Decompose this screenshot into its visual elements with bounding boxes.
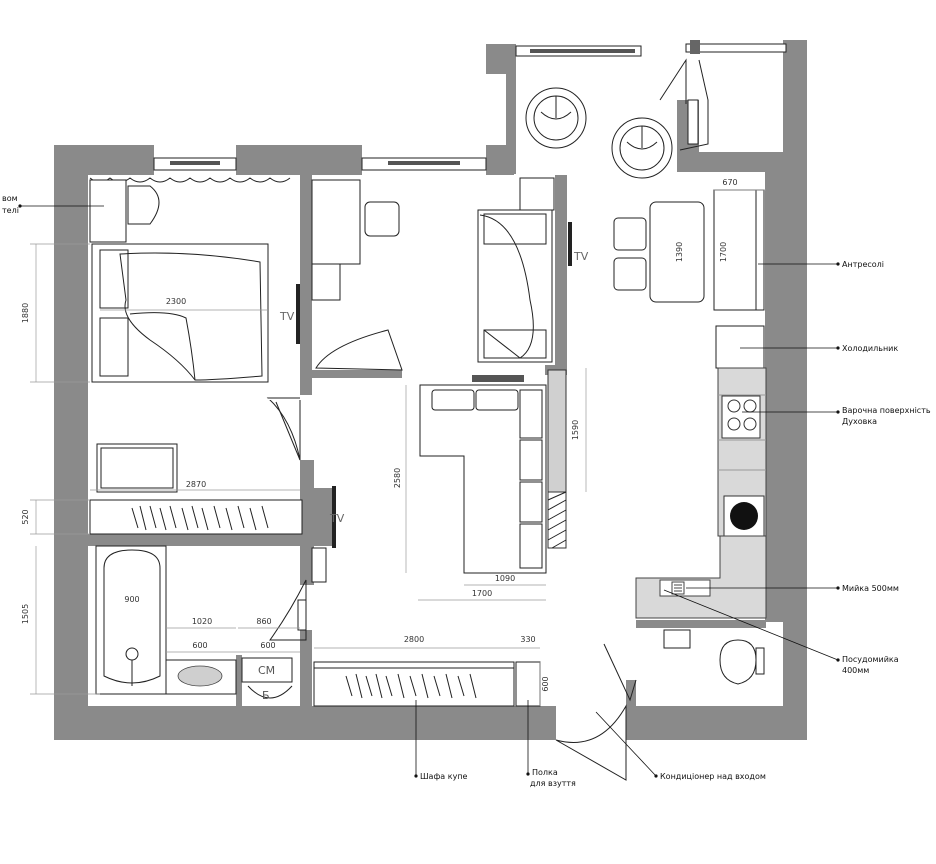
callout-sink: Мийка 500мм [842, 584, 899, 593]
dim-1700b: 1700 [719, 242, 728, 262]
dim-330: 330 [520, 635, 535, 644]
dimension-texts: 1880 2300 2870 520 1505 900 1020 860 600… [21, 178, 738, 692]
windows [153, 40, 787, 171]
callout-dishwasher-1: Посудомийка [842, 655, 899, 664]
dim-2580: 2580 [393, 468, 402, 488]
living [311, 369, 567, 583]
tv-label-living: TV [329, 512, 345, 525]
dim-2800: 2800 [404, 635, 424, 644]
tv-label-bedroom: TV [279, 310, 295, 323]
dim-2300: 2300 [166, 297, 186, 306]
callout-fridge: Холодильник [842, 344, 898, 353]
dim-520: 520 [21, 509, 30, 524]
walls [54, 40, 807, 740]
boiler-label: Б [262, 689, 270, 702]
callout-hob-1: Варочна поверхність [842, 406, 931, 415]
callout-shelf-2: для взуття [530, 779, 576, 788]
dim-670: 670 [722, 178, 737, 187]
bedroom [89, 177, 303, 535]
dim-1590: 1590 [571, 420, 580, 440]
wc [603, 629, 765, 702]
dim-1020: 1020 [192, 617, 212, 626]
callout-ac: Кондиціонер над входом [660, 772, 766, 781]
callout-shelf-1: Полка [532, 768, 558, 777]
dim-600c: 600 [541, 676, 550, 691]
balcony-chairs [525, 58, 709, 179]
bathroom [95, 545, 307, 699]
dim-1090: 1090 [495, 574, 515, 583]
dim-900: 900 [124, 595, 139, 604]
dim-1880: 1880 [21, 303, 30, 323]
callout-left-top-2: телі [2, 206, 19, 215]
study [311, 177, 572, 371]
callout-hob-2: Духовка [842, 417, 877, 426]
callout-left-top-1: вом [2, 194, 18, 203]
callout-dishwasher-2: 400мм [842, 666, 869, 675]
hall-wardrobe [313, 661, 627, 781]
dim-1700a: 1700 [472, 589, 492, 598]
kitchen [613, 189, 767, 619]
callout-wardrobe: Шафа купе [420, 772, 468, 781]
dim-2870: 2870 [186, 480, 206, 489]
dim-600b: 600 [260, 641, 275, 650]
dim-860: 860 [256, 617, 271, 626]
washer-label: СМ [258, 664, 275, 677]
tv-marks: TV TV TV СМ Б [258, 250, 589, 702]
callouts: вом телі Антресолі Холодильник Варочна п… [2, 194, 931, 788]
dim-1390: 1390 [675, 242, 684, 262]
tv-label-study: TV [573, 250, 589, 263]
dim-1505: 1505 [21, 604, 30, 624]
callout-antresoli: Антресолі [842, 260, 884, 269]
dim-600a: 600 [192, 641, 207, 650]
dimension-lines [30, 189, 766, 706]
